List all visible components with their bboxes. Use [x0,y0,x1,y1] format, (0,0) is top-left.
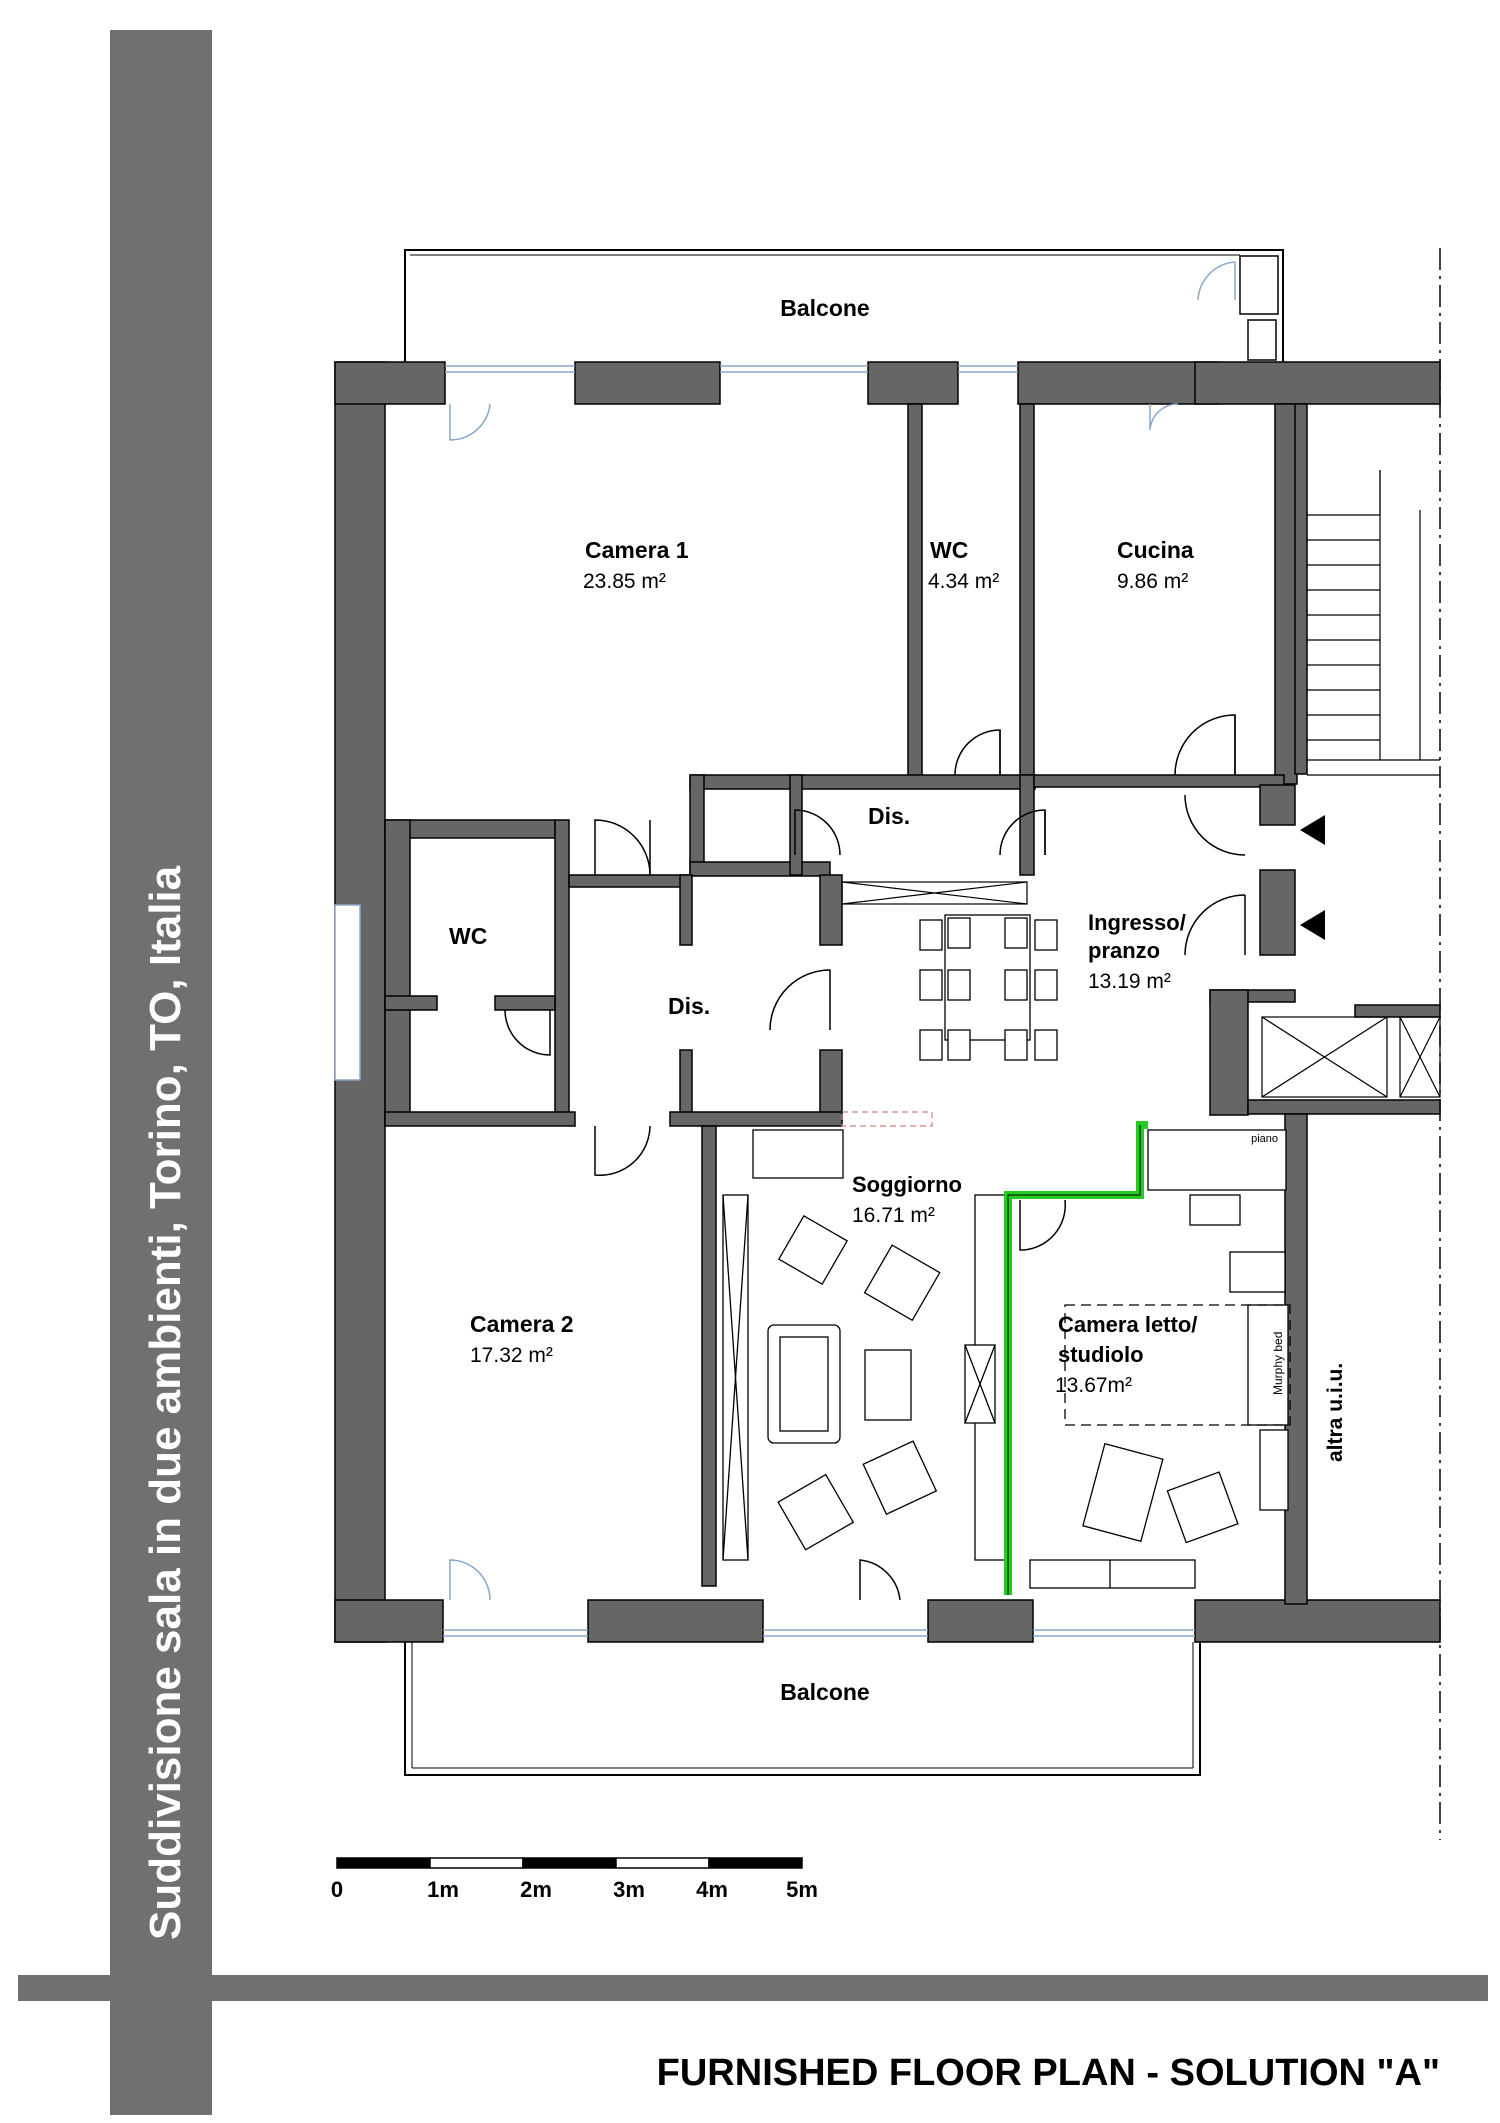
wc-top-area: 4.34 m² [928,570,999,593]
dis-left-label: Dis. [668,993,710,1019]
footer-bar [18,1975,1488,2001]
ingresso-area: 13.19 m² [1088,970,1171,993]
balcone-bottom-label: Balcone [780,1679,869,1705]
camera-letto-name-1: Camera letto/ [1058,1312,1197,1337]
balcone-top-label: Balcone [780,295,869,321]
camera-letto-name-2: studiolo [1058,1342,1144,1367]
balcony-bottom [404,1642,1201,1776]
scale-label-1: 1m [427,1877,459,1902]
walls [334,361,1441,1643]
scale-label-2: 2m [520,1877,552,1902]
piano-label: piano [1251,1133,1278,1145]
interior-doors [504,714,1246,1601]
side-title: Suddivisione sala in due ambienti, Torin… [141,865,190,1940]
camera2-area: 17.32 m² [470,1344,553,1367]
camera-letto-area: 13.67m² [1055,1374,1132,1397]
bedroom-furniture [1029,1129,1291,1589]
living-furniture [722,1129,1006,1561]
wc-left-label: WC [449,923,487,949]
ingresso-name-1: Ingresso/ [1088,910,1186,935]
scale-label-3: 3m [613,1877,645,1902]
wc-top-name: WC [930,537,968,563]
soggiorno-name: Soggiorno [852,1172,962,1197]
scale-label-4: 4m [696,1877,728,1902]
ingresso-name-2: pranzo [1088,938,1160,963]
side-title-bar [110,30,212,2115]
murphy-bed-label: Murphy bed [1271,1332,1285,1395]
scale-bar [336,1857,803,1869]
camera1-name: Camera 1 [585,537,689,563]
cucina-name: Cucina [1117,537,1194,563]
soggiorno-area: 16.71 m² [852,1204,935,1227]
scale-bar-labels: 0 1m 2m 3m 4m 5m [331,1877,818,1902]
cucina-area: 9.86 m² [1117,570,1188,593]
footer-title: FURNISHED FLOOR PLAN - SOLUTION "A" [657,2052,1440,2094]
camera2-name: Camera 2 [470,1311,574,1337]
stair-arrows [1300,815,1325,940]
staircase [1307,470,1440,776]
balcony-top [404,249,1284,362]
altra-uiu-label: altra u.i.u. [1324,1363,1347,1462]
scale-label-5: 5m [786,1877,818,1902]
dining-set [919,914,1058,1061]
dis-top-label: Dis. [868,803,910,829]
elevator-shafts [1261,1016,1441,1098]
scale-label-0: 0 [331,1877,343,1902]
cabinet-marks [841,881,1028,1127]
new-partition-outline [1007,1125,1141,1595]
windows [443,365,1195,1637]
camera1-area: 23.85 m² [583,570,666,593]
